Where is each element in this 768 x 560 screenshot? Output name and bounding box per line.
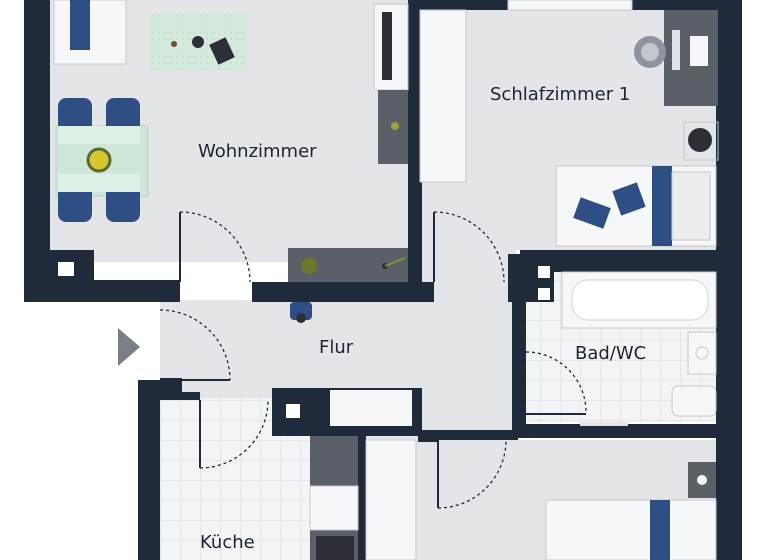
- kitchen-counter: [309, 436, 417, 560]
- door-swing-icon: [159, 309, 231, 381]
- door-swing-icon: [433, 211, 505, 283]
- room-label-wohnzimmer: Wohnzimmer: [198, 141, 317, 162]
- door-swing-icon: [199, 399, 269, 469]
- bed-schlafzimmer: [555, 165, 717, 247]
- toilet: [671, 385, 717, 417]
- coffee-table: [150, 14, 248, 70]
- window-top: [507, 0, 633, 11]
- sofa: [53, 0, 127, 65]
- walls: [24, 0, 742, 560]
- wardrobe: [419, 9, 467, 183]
- room-label-flur: Flur: [319, 337, 354, 358]
- room-label-kueche: Küche: [200, 532, 255, 553]
- room-label-bad-wc: Bad/WC: [575, 343, 647, 364]
- bathtub: [561, 271, 717, 329]
- door-swing-icon: [179, 211, 251, 283]
- washbasin: [687, 331, 717, 375]
- entry-arrow-icon: [118, 328, 140, 366]
- chair-flur: [290, 302, 312, 323]
- bed-lower: [545, 462, 717, 560]
- tv-sideboard: [373, 3, 409, 164]
- door-swing-icon: [437, 439, 507, 509]
- low-bench: [288, 248, 408, 282]
- desk: [634, 10, 719, 161]
- room-label-schlafzimmer-1: Schlafzimmer 1: [490, 84, 631, 105]
- dining-table: [55, 98, 149, 222]
- door-swings: [159, 211, 587, 509]
